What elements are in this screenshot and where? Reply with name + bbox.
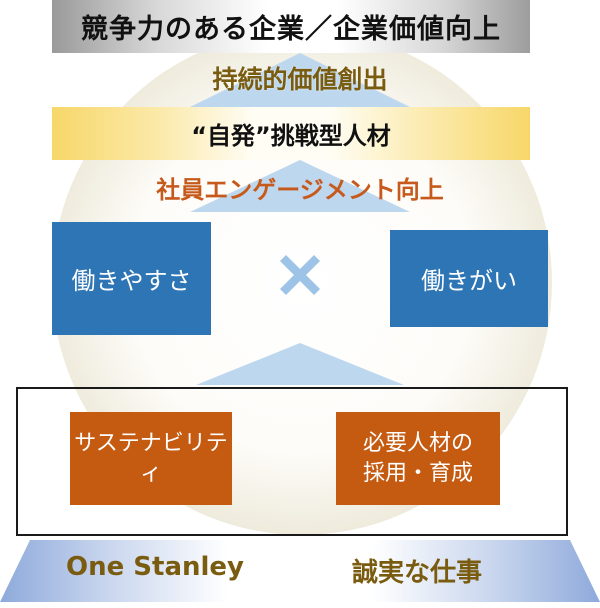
title-bar: 競争力のある企業／企業価値向上: [52, 0, 530, 53]
ease-of-work-label: 働きやすさ: [71, 267, 192, 295]
triangle-top: [190, 53, 410, 107]
talent-acquisition-line1: 必要人材の: [362, 430, 473, 456]
title-bar-label: 競争力のある企業／企業価値向上: [81, 14, 501, 45]
job-satisfaction-label: 働きがい: [421, 267, 517, 295]
engagement: 社員エンゲージメント向上: [0, 170, 600, 205]
sustainable-value-label: 持続的価値創出: [212, 65, 388, 94]
talent-band: “自発”挑戦型人材: [52, 107, 530, 160]
engagement-label: 社員エンゲージメント向上: [156, 176, 444, 204]
job-satisfaction-box: 働きがい: [390, 230, 548, 327]
base-platform: [0, 540, 600, 602]
sustainability-label: サステナビリティ: [74, 430, 228, 486]
triangle-bottom: [196, 343, 404, 385]
multiply-icon: [272, 247, 328, 303]
one-stanley-label: One Stanley: [66, 552, 245, 582]
talent-acquisition-line2: 採用・育成: [362, 460, 473, 486]
honest-work-label: 誠実な仕事: [352, 558, 483, 588]
talent-acquisition-box: 必要人材の 採用・育成: [336, 412, 500, 505]
sustainable-value: 持続的価値創出: [0, 60, 600, 96]
triangle-middle: [190, 160, 410, 212]
foundation-box: [16, 387, 568, 536]
talent-band-label: “自発”挑戦型人材: [191, 122, 391, 150]
sustainability-box: サステナビリティ: [70, 412, 232, 505]
ease-of-work-box: 働きやすさ: [52, 222, 211, 335]
